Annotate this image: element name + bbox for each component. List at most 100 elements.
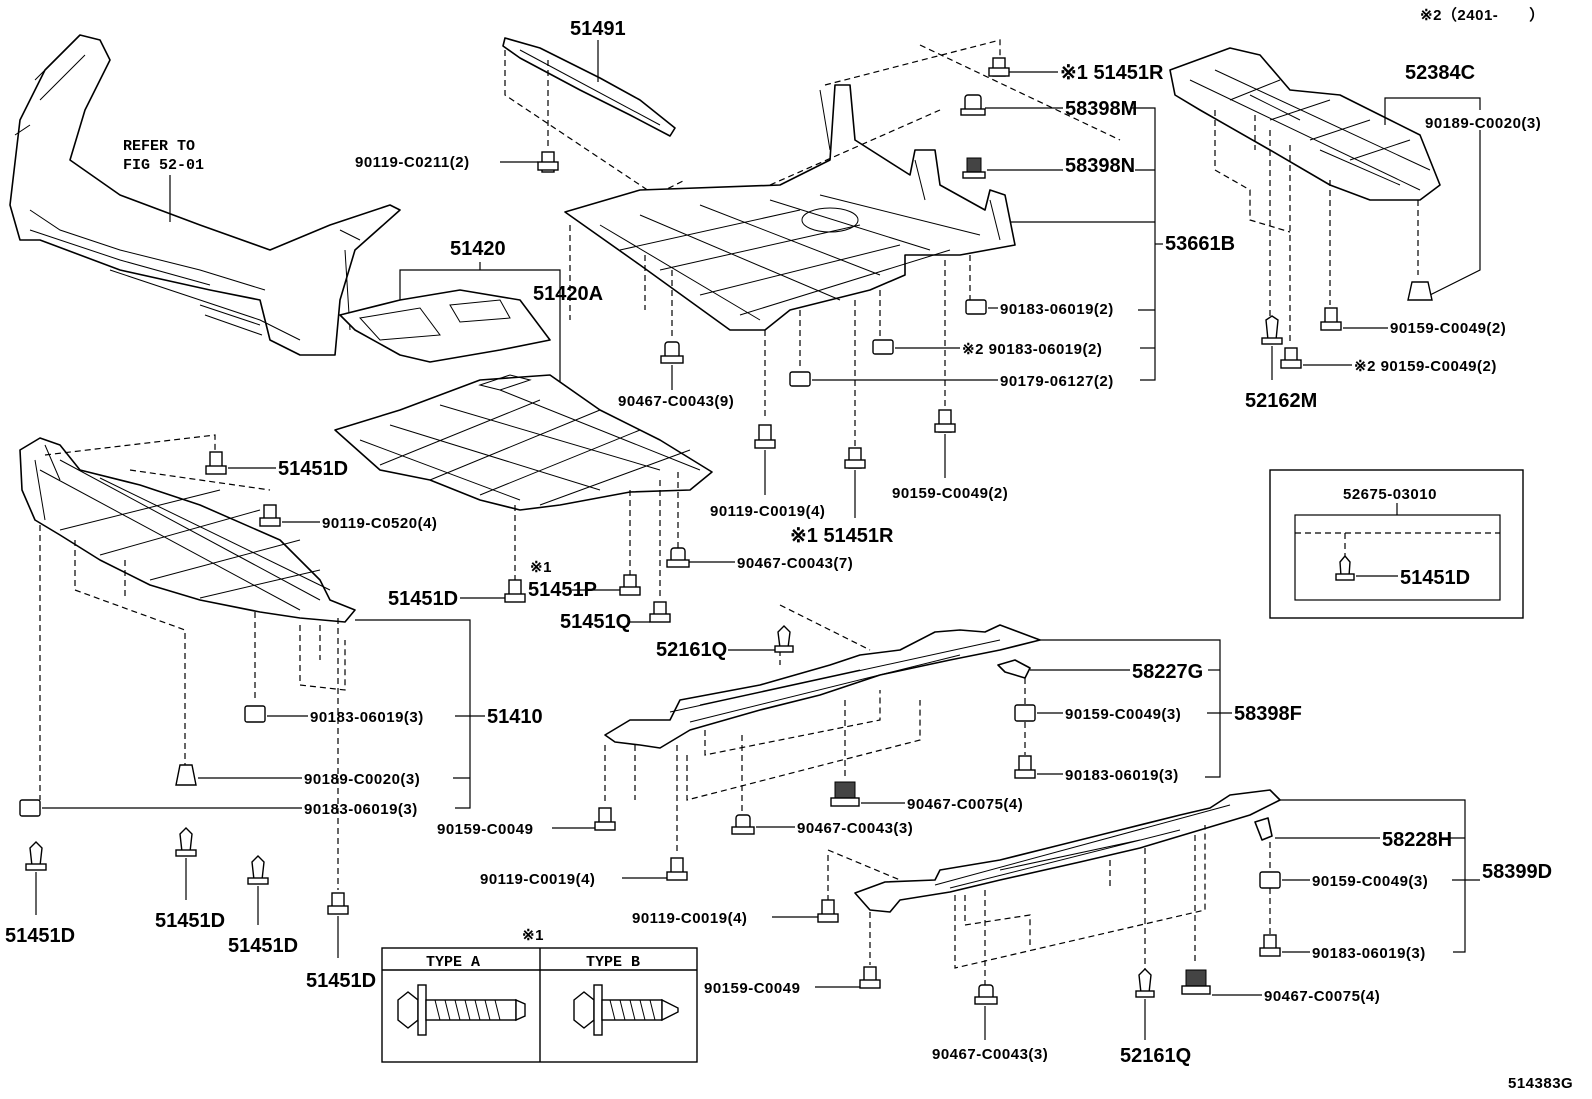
label-52161Q-b: 52161Q — [1120, 1045, 1191, 1067]
bolt-icon — [1280, 347, 1302, 369]
clip-icon — [666, 547, 690, 568]
front-bumper-outline — [9, 34, 401, 356]
label-51451P-mark: ※1 — [530, 559, 552, 576]
nut-icon — [1014, 704, 1036, 722]
bolt-icon — [327, 892, 349, 915]
label-51451D-b: 51451D — [388, 588, 458, 610]
label-51451D-f: 51451D — [306, 970, 376, 992]
clip-icon — [974, 984, 998, 1005]
label-51410: 51410 — [487, 706, 543, 728]
label-58398F: 58398F — [1234, 703, 1302, 725]
bolt-icon — [844, 447, 866, 469]
label-90467-C0075-4a: 90467-C0075(4) — [907, 796, 1023, 813]
label-52384C: 52384C — [1405, 62, 1475, 84]
label-90119-C0520: 90119-C0520(4) — [322, 515, 437, 532]
label-90119-C0211: 90119-C0211(2) — [355, 154, 470, 171]
clip-icon — [731, 814, 755, 835]
bolt-icon — [1014, 755, 1036, 779]
clip-icon — [175, 764, 197, 786]
label-51451R-top: ※1 51451R — [1060, 62, 1164, 84]
label-51491: 51491 — [570, 18, 626, 40]
bolt-icon — [504, 579, 526, 603]
label-90467-C0075-4b: 90467-C0075(4) — [1264, 988, 1380, 1005]
refer-line-1: REFER TO — [123, 138, 195, 155]
label-51451P: 51451P — [528, 579, 597, 601]
label-51451R-mid: ※1 51451R — [790, 525, 894, 547]
label-51451D-box: 51451D — [1400, 567, 1470, 589]
type-b-header: TYPE B — [586, 954, 640, 971]
screw-icon — [175, 827, 197, 857]
refer-line-2: FIG 52-01 — [123, 157, 204, 174]
bolt-icon — [1320, 307, 1342, 331]
label-52161Q-a: 52161Q — [656, 639, 727, 661]
bolt-icon — [205, 451, 227, 475]
label-90159-C0049-2r2: ※2 90159-C0049(2) — [1354, 358, 1497, 375]
label-90189-C0020-r: 90189-C0020(3) — [1425, 115, 1541, 132]
label-52675-03010: 52675-03010 — [1343, 486, 1437, 503]
type-table-mark: ※1 — [522, 927, 544, 944]
type-b-bolt-icon — [573, 984, 679, 1036]
label-90189-C0020-3: 90189-C0020(3) — [304, 771, 420, 788]
part-51420-plate — [339, 289, 551, 363]
label-58399D: 58399D — [1482, 861, 1552, 883]
label-58398M: 58398M — [1065, 98, 1137, 120]
screw-icon — [1135, 968, 1155, 998]
clip-icon — [660, 341, 684, 364]
screw-icon — [25, 841, 47, 871]
label-90183-06019-3d: 90183-06019(3) — [1312, 945, 1426, 962]
bolt-icon — [537, 151, 559, 173]
type-a-bolt-icon — [397, 984, 526, 1036]
nut-icon — [244, 705, 266, 723]
bolt-icon — [754, 424, 776, 449]
label-90183-06019-2a: 90183-06019(2) — [1000, 301, 1114, 318]
part-58399D-rail — [854, 789, 1281, 913]
nut-icon — [965, 299, 987, 315]
label-51451D-e: 51451D — [228, 935, 298, 957]
label-90159-C0049-2r: 90159-C0049(2) — [1390, 320, 1506, 337]
label-90183-06019-3c: 90183-06019(3) — [304, 801, 418, 818]
label-90159-C0049-a: 90159-C0049 — [437, 821, 533, 838]
bolt-icon — [649, 601, 671, 623]
part-53661B-cover — [564, 84, 1016, 331]
part-52384C-cover — [1169, 47, 1441, 201]
label-51420: 51420 — [450, 238, 506, 260]
header-note: ※2（2401- ） — [1420, 6, 1545, 24]
bolt-icon — [988, 57, 1010, 77]
screw-icon — [774, 625, 794, 653]
label-90119-C0019-4c: 90119-C0019(4) — [632, 910, 747, 927]
label-90179-06127: 90179-06127(2) — [1000, 373, 1114, 390]
type-a-header: TYPE A — [426, 954, 480, 971]
nut-icon — [872, 339, 894, 355]
label-90159-C0049-b: 90159-C0049 — [704, 980, 800, 997]
nut-icon — [1259, 871, 1281, 889]
bolt-icon — [619, 574, 641, 596]
nut-icon — [789, 371, 811, 387]
bolt-icon — [934, 409, 956, 433]
label-51420A: 51420A — [533, 283, 603, 305]
clip-icon — [962, 157, 986, 179]
part-51410-cover — [19, 437, 356, 623]
bolt-icon — [859, 966, 881, 989]
bolt-icon — [666, 857, 688, 881]
inset-panel — [1294, 514, 1501, 601]
label-58398N: 58398N — [1065, 155, 1135, 177]
clip-icon — [830, 781, 860, 807]
figure-code: 514383G — [1508, 1075, 1573, 1092]
label-51451D-c: 51451D — [5, 925, 75, 947]
label-51451D-a: 51451D — [278, 458, 348, 480]
label-53661B: 53661B — [1165, 233, 1235, 255]
label-90467-C0043-3b: 90467-C0043(3) — [932, 1046, 1048, 1063]
screw-icon — [1261, 315, 1283, 345]
label-90183-06019-2b: ※2 90183-06019(2) — [962, 341, 1102, 358]
clip-icon — [1181, 969, 1211, 995]
bolt-icon — [594, 807, 616, 831]
part-58398F-rail — [604, 624, 1041, 749]
label-90183-06019-3a: 90183-06019(3) — [1065, 767, 1179, 784]
screw-icon — [1335, 554, 1355, 581]
label-90467-C0043-7: 90467-C0043(7) — [737, 555, 853, 572]
label-90119-C0019-4a: 90119-C0019(4) — [710, 503, 825, 520]
label-90159-C0049-3a: 90159-C0049(3) — [1065, 706, 1181, 723]
label-51451D-d: 51451D — [155, 910, 225, 932]
